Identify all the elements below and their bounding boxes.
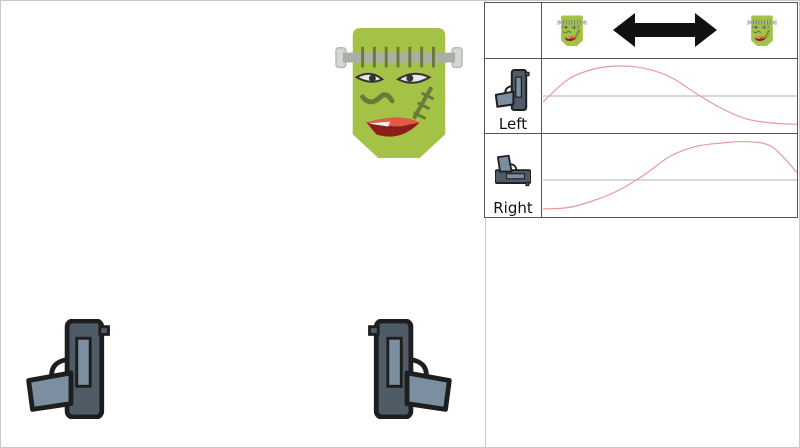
- info-table: Left Right: [484, 2, 798, 218]
- row-label-left: Left: [498, 115, 528, 133]
- double-headed-arrow-icon: [613, 11, 717, 49]
- pistol-icon-right[interactable]: [363, 319, 453, 419]
- chart-right: [543, 140, 797, 210]
- series-line-right: [543, 140, 797, 210]
- pistol-icon-left[interactable]: [25, 319, 115, 419]
- chart-left: [543, 65, 797, 125]
- pistol-row-icon-right: [495, 151, 531, 195]
- pistol-row-icon-left: [495, 69, 531, 111]
- game-area[interactable]: [0, 0, 486, 448]
- row-label-right: Right: [493, 199, 533, 217]
- frankenstein-monster-icon[interactable]: [335, 27, 463, 161]
- series-line-left: [543, 65, 797, 125]
- monster-thumb-icon-left: [557, 10, 587, 52]
- monster-thumb-icon-right: [747, 10, 777, 52]
